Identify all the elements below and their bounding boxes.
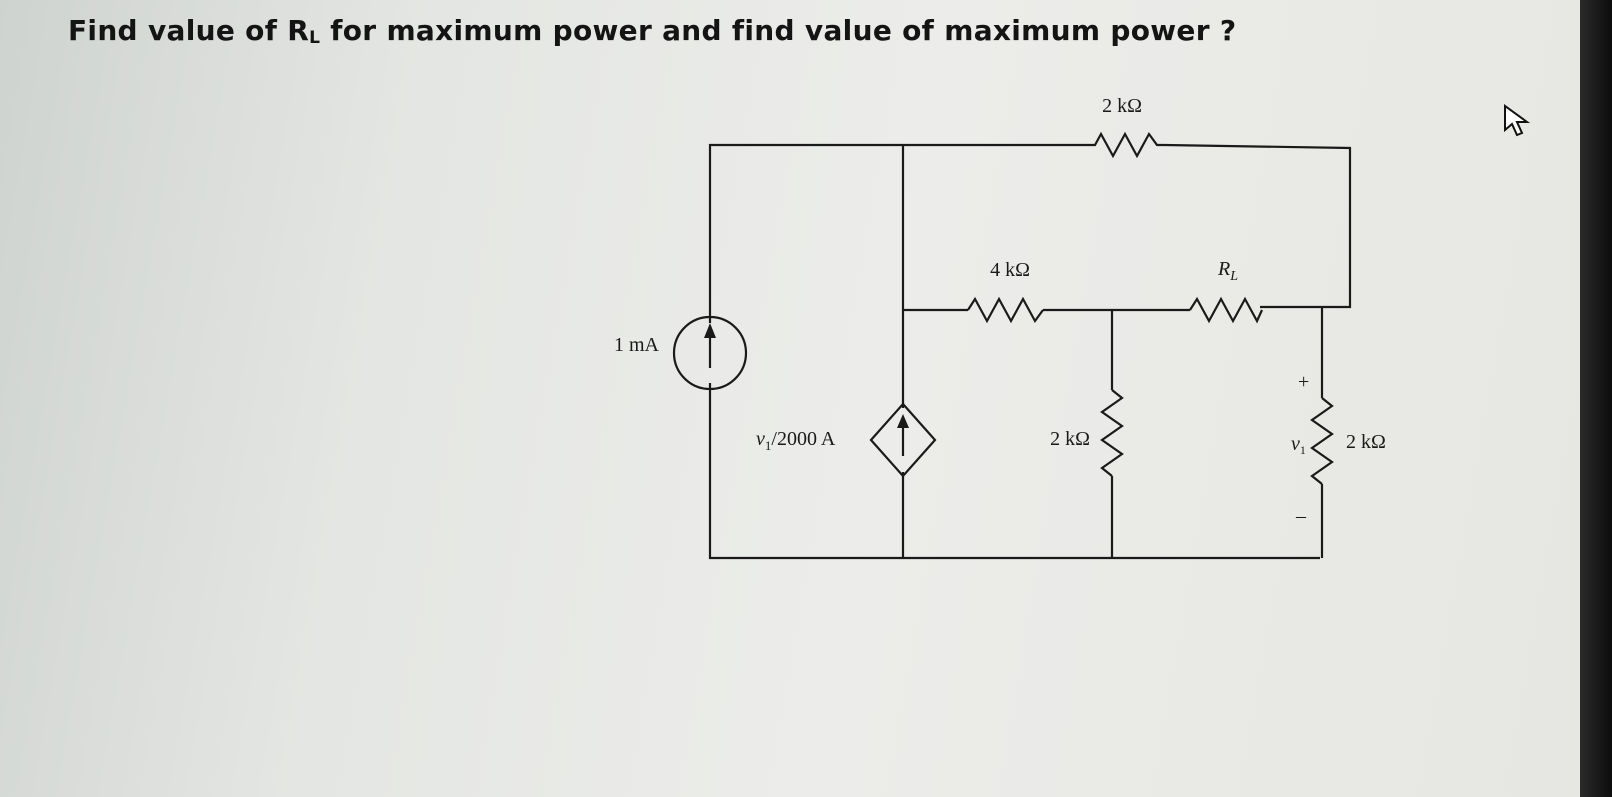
resistor-right-vert-2k [1310,397,1334,485]
dependent-source-arrow-head [897,414,909,428]
label-r-mid-vert: 2 kΩ [1050,428,1090,450]
label-v1: v1 [1291,433,1306,457]
dependent-source [869,402,937,478]
label-rl: RL [1217,258,1238,284]
label-dep-v: v [756,428,765,450]
current-source [672,315,748,391]
label-rl-sub: L [1229,269,1238,284]
question-suffix: for maximum power and find value of maxi… [320,14,1237,47]
wire-left-bottom [708,383,1320,560]
label-dependent-source: v1/2000 A [756,428,836,453]
wire-top-right [1164,143,1352,309]
label-v1-sub: 1 [1300,443,1306,457]
label-current-source: 1 mA [614,334,660,356]
label-rl-main: R [1217,258,1230,280]
wire-left [708,143,1080,323]
label-r-top: 2 kΩ [1102,95,1142,117]
question-prefix: Find value of R [68,14,310,47]
label-plus: + [1298,371,1309,393]
current-source-arrow-head [704,323,716,338]
question-subscript: L [309,28,321,48]
monitor-bezel [1580,0,1612,797]
resistor-mid-vert-2k [1100,389,1124,477]
resistor-rl [1189,296,1264,324]
label-r-right-vert: 2 kΩ [1346,431,1386,453]
label-r-4k: 4 kΩ [990,259,1030,281]
mouse-pointer-icon [1504,104,1531,137]
label-minus: – [1295,505,1307,527]
label-dep-rest: /2000 A [771,428,835,450]
label-v1-main: v [1291,433,1300,455]
resistor-4k [967,296,1044,324]
resistor-top-2k [1080,131,1165,159]
label-dep-sub: 1 [765,438,772,453]
question-text: Find value of RL for maximum power and f… [68,14,1236,48]
